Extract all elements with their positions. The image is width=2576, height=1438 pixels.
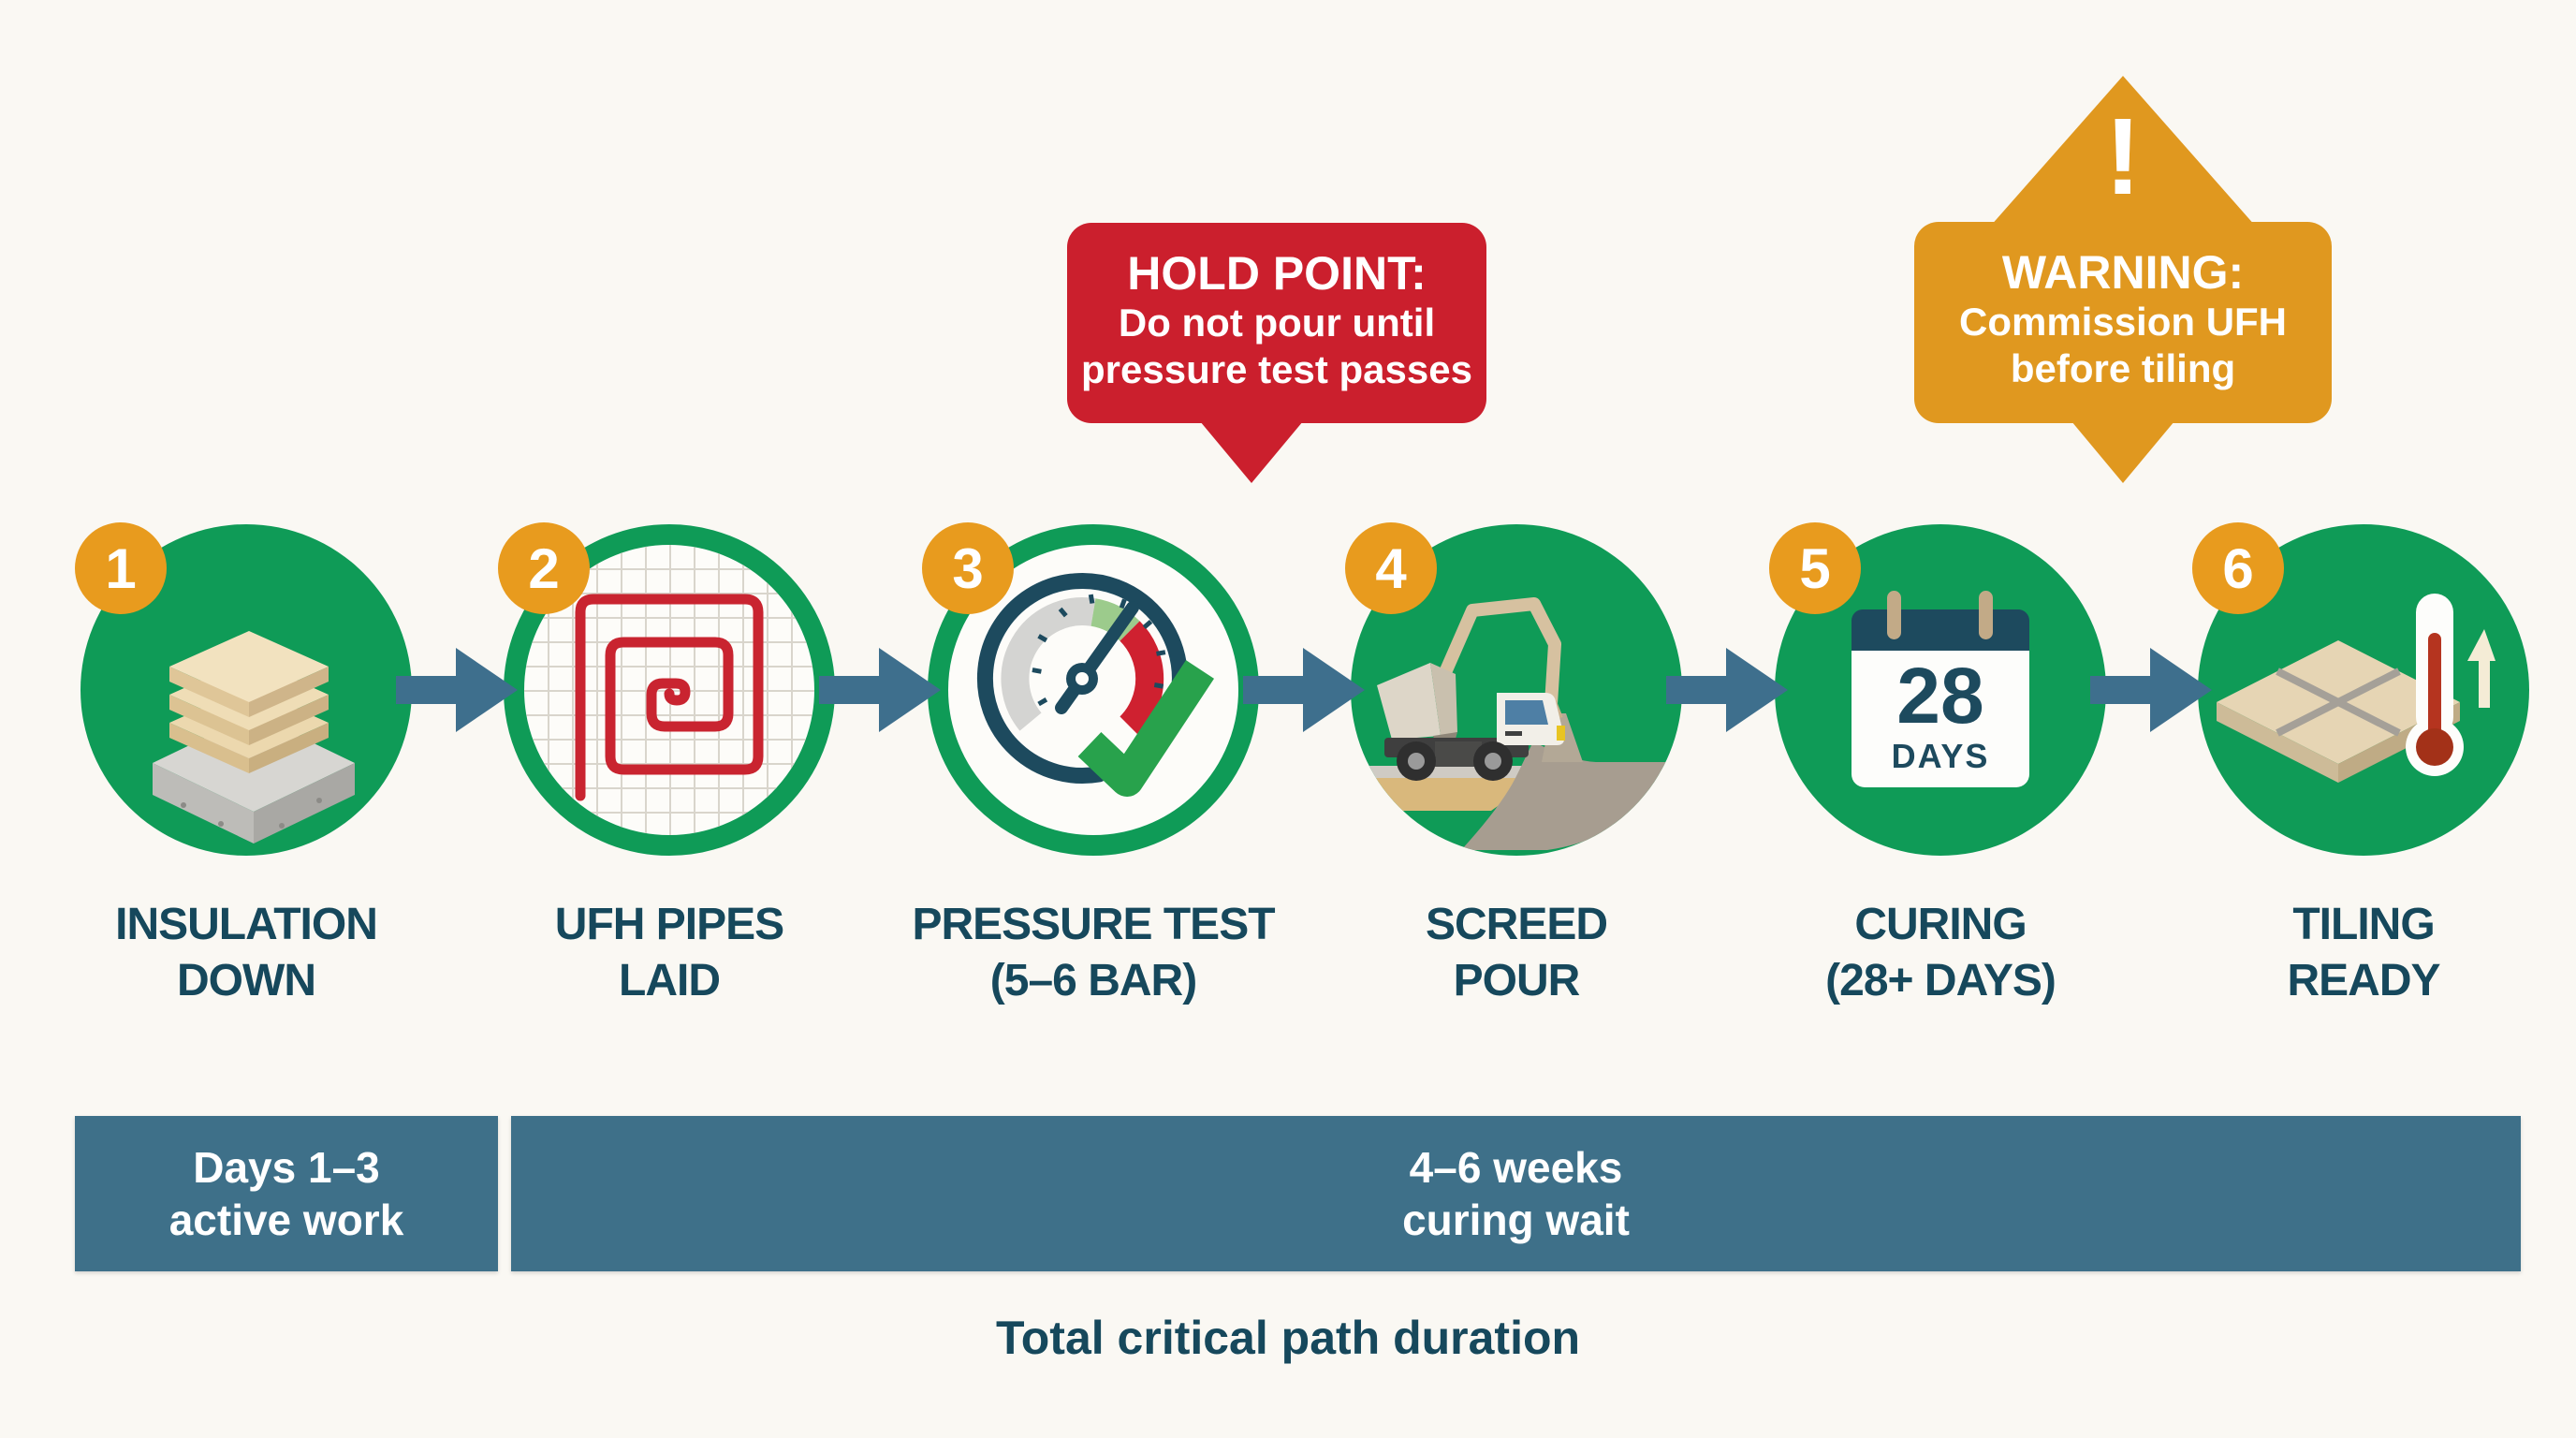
step-3-pressure-test: 3	[922, 522, 1259, 856]
pressure-gauge-check-icon	[976, 573, 1215, 797]
step-2-label: UFH PIPES LAID	[554, 900, 784, 1005]
hold-point-body: Do not pour until pressure test passes	[1081, 301, 1472, 391]
step-5-label: CURING (28+ DAYS)	[1825, 900, 2056, 1005]
calendar-28-days-icon: 28 DAYS	[1852, 591, 2029, 789]
step-3-number-badge: 3	[922, 522, 1014, 614]
step-2-number: 2	[528, 536, 560, 600]
warning-callout: ! WARNING: Commission UFH before tiling	[1914, 76, 2332, 483]
step-5-curing: 28 DAYS 5	[1769, 522, 2106, 856]
arrow-right-icon	[819, 648, 941, 732]
step-5-number-badge: 5	[1769, 522, 1861, 614]
calendar-peg	[1979, 591, 1993, 639]
warning-body: Commission UFH before tiling	[1958, 300, 2288, 390]
arrow-right-icon	[2090, 648, 2212, 732]
step-1-number-badge: 1	[75, 522, 167, 614]
step-6-number: 6	[2222, 536, 2254, 600]
tile-thermometer-icon	[2217, 594, 2496, 783]
step-2-number-badge: 2	[498, 522, 590, 614]
step-4-number: 4	[1375, 536, 1407, 600]
calendar-header	[1852, 609, 2029, 651]
calendar-days-label: DAYS	[1891, 737, 1990, 775]
step-1-label: INSULATION DOWN	[115, 900, 378, 1005]
arrow-right-icon	[1243, 648, 1365, 732]
warning-triangle-icon	[1983, 76, 2263, 235]
step-3-number: 3	[952, 536, 984, 600]
calendar-days-count: 28	[1896, 652, 1984, 740]
warning-tail-pointer	[2071, 421, 2174, 483]
arrow-right-icon	[1666, 648, 1788, 732]
step-2-ufh-pipes: 2	[498, 522, 835, 856]
timeline-caption: Total critical path duration	[995, 1312, 1581, 1364]
hold-point-tail-pointer	[1200, 421, 1303, 483]
calendar-peg	[1887, 591, 1901, 639]
arrow-right-icon	[396, 648, 518, 732]
step-6-tiling-ready: 6	[2192, 522, 2529, 856]
step-4-screed-pour: 4	[1345, 522, 1682, 856]
step-6-number-badge: 6	[2192, 522, 2284, 614]
timeline-segment-curing-wait: 4–6 weeks curing wait	[511, 1116, 2521, 1271]
step-4-number-badge: 4	[1345, 522, 1437, 614]
timeline-segment-active-work: Days 1–3 active work	[75, 1116, 498, 1271]
exclamation-icon: !	[2104, 95, 2142, 217]
step-4-label: SCREED POUR	[1425, 900, 1608, 1005]
hold-point-callout: HOLD POINT: Do not pour until pressure t…	[1067, 223, 1486, 483]
step-1-insulation: 1	[75, 522, 412, 856]
step-6-label: TILING READY	[2287, 900, 2440, 1005]
insulation-stack-icon	[153, 631, 355, 844]
step-3-label: PRESSURE TEST (5–6 BAR)	[912, 900, 1275, 1005]
step-1-number: 1	[105, 536, 137, 600]
step-5-number: 5	[1799, 536, 1831, 600]
calendar-body: 28 DAYS	[1852, 651, 2029, 787]
warning-title: WARNING:	[2001, 246, 2245, 299]
hold-point-title: HOLD POINT:	[1127, 247, 1427, 300]
